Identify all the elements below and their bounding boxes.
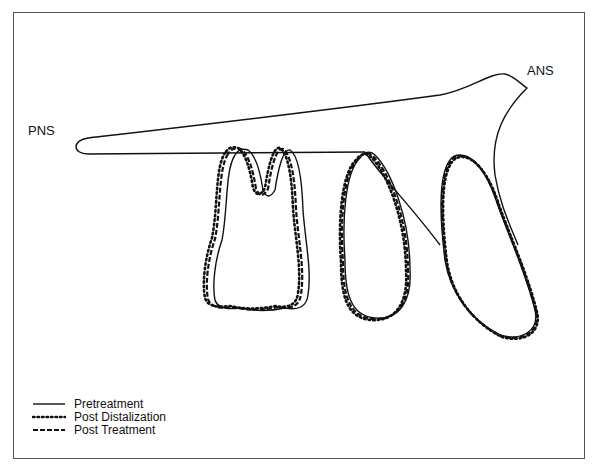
- legend-line: [33, 429, 65, 431]
- palatal-outline: [76, 74, 527, 245]
- legend-entry: Pretreatment: [32, 398, 143, 410]
- landmark-label: PNS: [28, 124, 55, 137]
- legend-entry: Post Treatment: [32, 424, 155, 436]
- legend-entry: Post Distalization: [32, 411, 166, 423]
- legend-line-sample: [32, 413, 66, 421]
- legend-text: Post Treatment: [74, 424, 155, 436]
- legend-line: [33, 416, 65, 419]
- post-distalization-teeth: [204, 147, 538, 339]
- frame: [14, 13, 585, 459]
- legend-text: Pretreatment: [74, 398, 143, 410]
- legend-line-sample: [32, 400, 66, 408]
- landmark-label: ANS: [527, 64, 554, 77]
- post-treatment-teeth: [207, 148, 537, 338]
- legend-line: [33, 403, 65, 404]
- legend-line-sample: [32, 426, 66, 434]
- legend-text: Post Distalization: [74, 411, 166, 423]
